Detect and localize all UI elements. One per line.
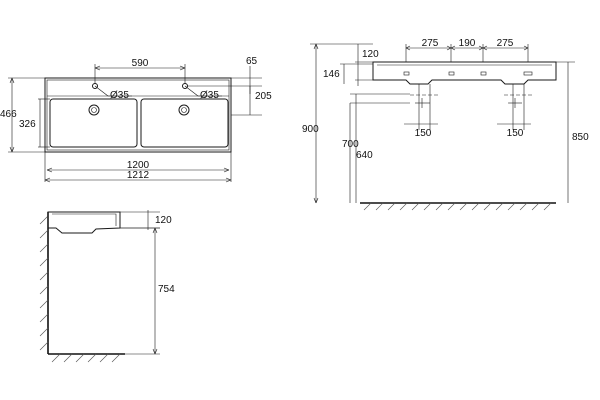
dim-waste-height: 700: [342, 139, 359, 150]
dim-tap-offset: 65: [246, 56, 258, 67]
dim-inner-width: 1200: [127, 160, 150, 171]
right-drain-icon: [178, 104, 190, 116]
dim-total-depth: 466: [0, 109, 17, 120]
left-bowl: [49, 98, 138, 148]
side-view: 120 754: [39, 210, 175, 363]
front-view: 275 190 275 120 146 150 150 900: [302, 38, 589, 211]
tap-mark-1-icon: [403, 71, 410, 76]
dim-front-rim: 120: [362, 49, 379, 60]
basin-front-profile: [372, 61, 557, 85]
top-view: 590 Ø35 Ø35 65 205 466 326 1200: [0, 56, 272, 183]
dim-tap-spacing: 590: [132, 58, 149, 69]
dim-tap-depth: 205: [255, 91, 272, 102]
tap-hole-diameter-right: Ø35: [200, 90, 219, 101]
left-drain-icon: [88, 104, 100, 116]
dim-mount-height: 754: [158, 284, 175, 295]
dim-spacing-c: 275: [497, 38, 514, 49]
dim-trap-right: 150: [507, 128, 524, 139]
right-bowl: [140, 98, 229, 148]
dim-total-width: 1212: [127, 170, 150, 181]
dim-outlet-height: 640: [356, 150, 373, 161]
dim-total-height: 900: [302, 124, 319, 135]
dim-side-thickness: 120: [155, 215, 172, 226]
dim-spacing-b: 190: [459, 38, 476, 49]
floor-hatch: [51, 353, 121, 363]
front-floor-hatch: [363, 202, 552, 211]
tap-hole-diameter-left: Ø35: [110, 90, 129, 101]
dim-rim-height: 850: [572, 132, 589, 143]
basin-inner-outline: [46, 79, 230, 151]
dim-bowl-depth: 326: [19, 119, 36, 130]
dim-trap-left: 150: [415, 128, 432, 139]
tap-mark-3-icon: [480, 71, 487, 76]
dim-spacing-a: 275: [422, 38, 439, 49]
tap-mark-4-icon: [523, 71, 533, 76]
tap-mark-2-icon: [448, 71, 455, 76]
basin-profile: [47, 211, 121, 234]
wall-hatch: [39, 215, 49, 351]
dim-basin-height: 146: [323, 69, 340, 80]
